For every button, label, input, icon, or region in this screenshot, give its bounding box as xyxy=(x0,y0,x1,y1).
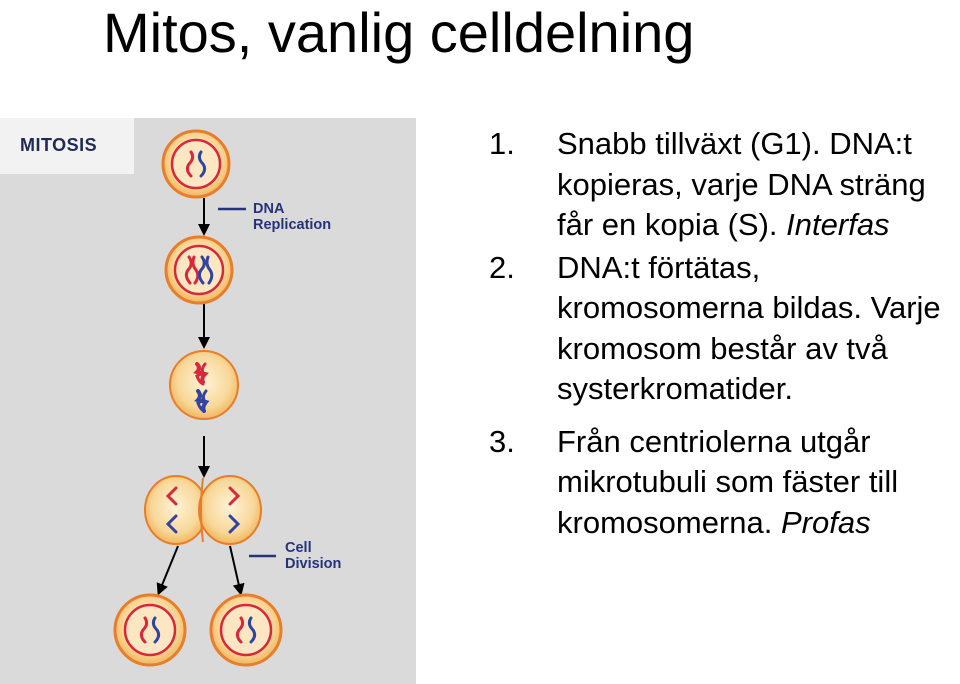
steps-list: 1. Snabb tillväxt (G1). DNA:t kopieras, … xyxy=(489,124,959,543)
dna-replication-label-line-1: DNA xyxy=(253,201,331,217)
condensed-chromosome-cell xyxy=(170,351,238,419)
arrow-5 xyxy=(230,546,240,590)
step-item: 3. Från centriolerna utgår mikrotubuli s… xyxy=(489,422,959,544)
mitosis-diagram-graphic xyxy=(0,118,416,684)
step-item: 2. DNA:t förtätas, kromosomerna bildas. … xyxy=(489,248,959,410)
arrow-4 xyxy=(160,546,178,590)
replicated-dna-cell xyxy=(166,237,232,303)
interphase-cell xyxy=(163,131,229,197)
cell-division-label: Cell Division xyxy=(285,540,341,572)
step-text: DNA:t förtätas, kromosomerna bildas. Var… xyxy=(557,250,941,407)
step-text-3: Från centriolerna utgår mikrotubuli som … xyxy=(557,422,959,544)
step-item: 1. Snabb tillväxt (G1). DNA:t kopieras, … xyxy=(489,124,959,246)
daughter-cell-left xyxy=(115,595,185,665)
dna-replication-label: DNA Replication xyxy=(253,201,331,233)
dividing-cell xyxy=(145,476,261,544)
step-number: 1. xyxy=(489,124,557,246)
page-title: Mitos, vanlig celldelning xyxy=(103,0,694,66)
figure-title-box: MITOSIS xyxy=(0,118,134,174)
step-number: 3. xyxy=(489,422,557,544)
cell-division-label-line-2: Division xyxy=(285,556,341,572)
dna-replication-label-line-2: Replication xyxy=(253,217,331,233)
figure-title: MITOSIS xyxy=(20,135,97,156)
step-phase-label: Profas xyxy=(781,505,871,540)
mitosis-diagram: MITOSIS DNA Replication Cell Division xyxy=(0,118,416,684)
step-number: 2. xyxy=(489,248,557,410)
step-text-2: DNA:t förtätas, kromosomerna bildas. Var… xyxy=(557,248,959,410)
cell-division-label-line-1: Cell xyxy=(285,540,341,556)
step-text-1: Snabb tillväxt (G1). DNA:t kopieras, var… xyxy=(557,124,959,246)
daughter-cell-right xyxy=(211,595,281,665)
step-phase-label: Interfas xyxy=(786,207,889,242)
